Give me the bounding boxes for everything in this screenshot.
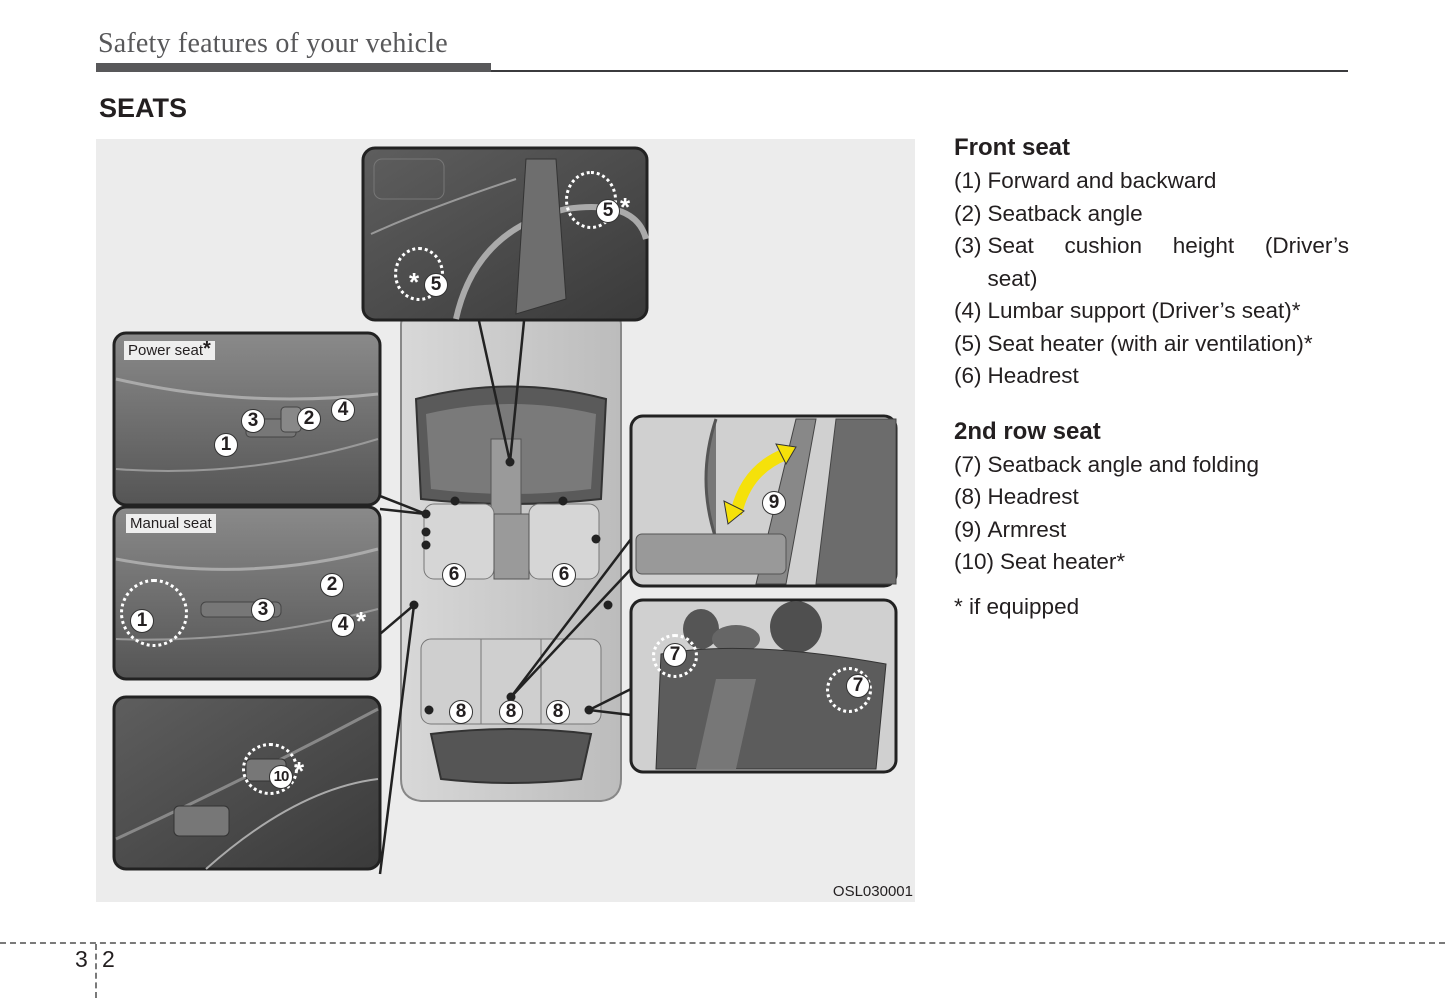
power-seat-label: Power seat*: [124, 338, 215, 360]
callout-5: 5: [424, 273, 448, 297]
callout-9: 9: [762, 491, 786, 515]
item-text: Seatback angle: [987, 200, 1143, 226]
callout-2: 2: [297, 407, 321, 431]
list-item: (9)Armrest: [954, 514, 1349, 547]
callout-1: 1: [130, 609, 154, 633]
callout-5: 5: [596, 199, 620, 223]
header-rule-thick: [96, 63, 491, 72]
asterisk-mark: *: [356, 606, 367, 636]
list-item: (3)Seat cushion height (Driver’s seat): [954, 230, 1349, 295]
asterisk-mark: *: [409, 267, 420, 297]
callout-8: 8: [499, 700, 523, 724]
footnote: * if equipped: [954, 593, 1080, 619]
list-item: (2)Seatback angle: [954, 198, 1349, 231]
item-text: Seat heater (with air ventilation)*: [987, 330, 1313, 356]
item-number: (2): [954, 200, 982, 226]
callout-3: 3: [241, 409, 265, 433]
item-text: Seat heater*: [1000, 549, 1126, 574]
item-text: Seat cushion height (Driver’s seat): [987, 233, 1350, 291]
item-number: (4): [954, 298, 982, 323]
item-number: (9): [954, 516, 982, 542]
highlight-ring: [565, 171, 617, 229]
item-text: Armrest: [987, 516, 1067, 542]
callout-1: 1: [214, 433, 238, 457]
list-item: (8)Headrest: [954, 481, 1349, 514]
callout-4: 4: [331, 613, 355, 637]
second-row-seat-heading: 2nd row seat: [954, 417, 1101, 445]
item-number: (10): [954, 549, 995, 574]
front-seat-heading: Front seat: [954, 134, 1071, 161]
callout-2: 2: [320, 573, 344, 597]
highlight-ring: [826, 667, 872, 713]
item-number: (6): [954, 363, 982, 388]
car-top-view: [400, 310, 622, 802]
item-number: (3): [954, 233, 982, 258]
highlight-ring: [120, 579, 188, 647]
item-number: (8): [954, 484, 982, 509]
callout-10: 10: [269, 765, 293, 789]
list-item: (5)Seat heater (with air ventilation)*: [954, 328, 1349, 361]
item-text: Seatback angle and folding: [987, 451, 1259, 477]
footer-rule: [0, 942, 1445, 944]
item-text: Headrest: [987, 484, 1079, 509]
asterisk-mark: *: [620, 192, 631, 222]
item-number: (7): [954, 451, 982, 477]
item-text: Lumbar support (Driver’s seat)*: [987, 298, 1301, 323]
item-text: Forward and backward: [987, 168, 1217, 193]
chapter-title: Safety features of your vehicle: [98, 28, 448, 59]
item-number: (5): [954, 330, 982, 356]
manual-seat-inset: [112, 505, 382, 681]
callout-8: 8: [449, 700, 473, 724]
section-title: SEATS: [99, 93, 188, 123]
page-number: 2: [102, 946, 115, 972]
list-item: (4)Lumbar support (Driver’s seat)*: [954, 295, 1349, 328]
callout-7: 7: [846, 674, 870, 698]
manual-seat-label: Manual seat: [126, 514, 216, 533]
footer-divider: [95, 944, 97, 998]
list-item: (1)Forward and backward: [954, 165, 1349, 198]
illustration-drawing: [112, 146, 898, 875]
power-seat-label-text: Power seat: [128, 342, 204, 359]
power-seat-asterisk: *: [203, 338, 211, 360]
list-item: (6)Headrest: [954, 360, 1349, 393]
chapter-number: 3: [75, 946, 88, 972]
highlight-ring: [652, 634, 698, 678]
callout-6: 6: [442, 563, 466, 587]
asterisk-mark: *: [294, 756, 305, 786]
callout-4: 4: [331, 398, 355, 422]
callout-8: 8: [546, 700, 570, 724]
leader-lines: [378, 320, 632, 875]
header-rule-thin: [491, 70, 1348, 72]
spacer: [954, 393, 1349, 415]
highlight-ring: [242, 743, 298, 795]
callout-7: 7: [663, 643, 687, 667]
callout-6: 6: [552, 563, 576, 587]
item-text: Headrest: [987, 363, 1079, 388]
item-number: (1): [954, 168, 982, 193]
seats-illustration: Power seat* Manual seat 1 3 2 4 1 2 3 4 …: [96, 139, 915, 902]
callout-3: 3: [251, 598, 275, 622]
seat-controls-list: Front seat (1)Forward and backward (2)Se…: [954, 131, 1349, 623]
list-item: (10)Seat heater*: [954, 546, 1349, 579]
figure-code: OSL030001: [832, 883, 913, 900]
list-item: (7)Seatback angle and folding: [954, 449, 1349, 482]
